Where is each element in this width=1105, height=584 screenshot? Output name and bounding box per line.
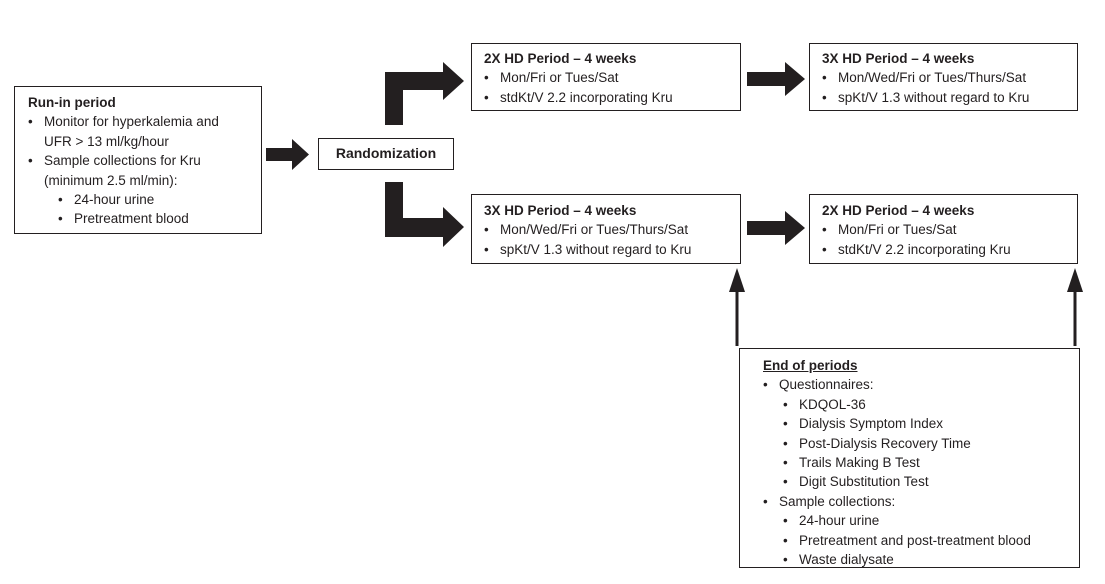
box-title: 2X HD Period – 4 weeks (484, 51, 637, 66)
list-item: stdKt/V 2.2 incorporating Kru (822, 240, 1071, 259)
right-arrow-icon-top-arm (747, 62, 805, 96)
list-item: Pretreatment and post-treatment blood (783, 531, 1073, 550)
3x-hd-first-period-box: 3X HD Period – 4 weeks Mon/Wed/Fri or Tu… (471, 194, 741, 264)
list-item: Pretreatment blood (58, 209, 253, 228)
list-item: Dialysis Symptom Index (783, 414, 1073, 433)
list-item: Sample collections: (763, 492, 1073, 511)
list-item-continuation: UFR > 13 ml/kg/hour (44, 133, 169, 149)
randomization-box: Randomization (318, 138, 454, 170)
list-item: spKt/V 1.3 without regard to Kru (484, 240, 734, 259)
list-item: stdKt/V 2.2 incorporating Kru (484, 88, 734, 107)
right-arrow-icon-run-in-to-randomization (266, 139, 309, 170)
list-item: Monitor for hyperkalemia and (28, 112, 253, 131)
elbow-up-right-arrow-icon-randomization-to-top-arm (385, 62, 464, 125)
list-item: Post-Dialysis Recovery Time (783, 434, 1073, 453)
list-item: Sample collections for Kru (28, 151, 253, 170)
list-item: Mon/Wed/Fri or Tues/Thurs/Sat (822, 68, 1071, 87)
box-title: 2X HD Period – 4 weeks (822, 203, 975, 218)
list-item: spKt/V 1.3 without regard to Kru (822, 88, 1071, 107)
list-item-continuation: (minimum 2.5 ml/min): (44, 172, 178, 188)
run-in-period-box: Run-in period Monitor for hyperkalemia a… (14, 86, 262, 234)
list-item: Digit Substitution Test (783, 472, 1073, 491)
list-item: Trails Making B Test (783, 453, 1073, 472)
up-arrow-icon-end-of-periods-right (1067, 268, 1083, 346)
list-item: 24-hour urine (58, 190, 253, 209)
end-of-periods-box: End of periods Questionnaires: KDQOL-36 … (739, 348, 1080, 568)
up-arrow-icon-end-of-periods-left (729, 268, 745, 346)
list-item: Waste dialysate (783, 550, 1073, 569)
list-item: 24-hour urine (783, 511, 1073, 530)
list-item: Mon/Fri or Tues/Sat (484, 68, 734, 87)
end-of-periods-title: End of periods (763, 358, 858, 373)
randomization-label: Randomization (335, 145, 437, 162)
box-title: 3X HD Period – 4 weeks (822, 51, 975, 66)
list-item: Mon/Fri or Tues/Sat (822, 220, 1071, 239)
list-item: KDQOL-36 (783, 395, 1073, 414)
elbow-down-right-arrow-icon-randomization-to-bottom-arm (385, 182, 464, 247)
right-arrow-icon-bottom-arm (747, 211, 805, 245)
2x-hd-first-period-box: 2X HD Period – 4 weeks Mon/Fri or Tues/S… (471, 43, 741, 111)
box-title: 3X HD Period – 4 weeks (484, 203, 637, 218)
3x-hd-second-period-box: 3X HD Period – 4 weeks Mon/Wed/Fri or Tu… (809, 43, 1078, 111)
run-in-period-title: Run-in period (28, 95, 116, 110)
2x-hd-second-period-box: 2X HD Period – 4 weeks Mon/Fri or Tues/S… (809, 194, 1078, 264)
list-item: Questionnaires: (763, 375, 1073, 394)
list-item: Mon/Wed/Fri or Tues/Thurs/Sat (484, 220, 734, 239)
